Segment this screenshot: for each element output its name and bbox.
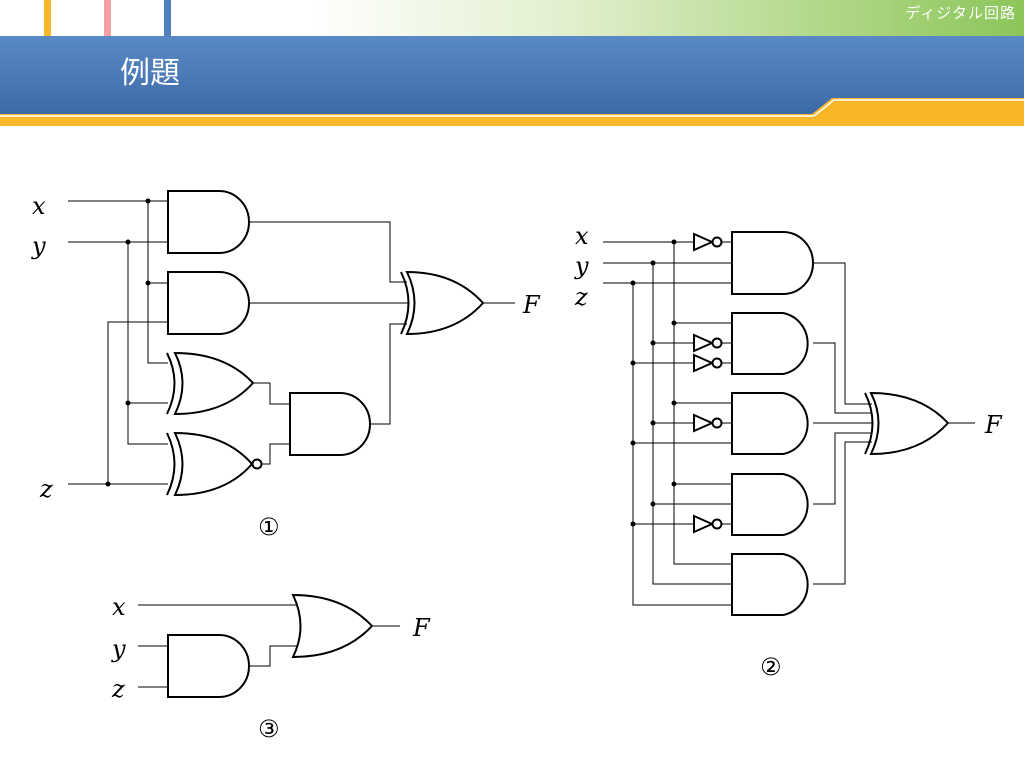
input-z-label: z [574, 283, 588, 311]
xor-gate [166, 351, 255, 416]
and-gate-4 [731, 473, 809, 536]
input-y-label: y [574, 252, 589, 280]
or-gate [400, 270, 485, 336]
output-f-label: F [984, 411, 1003, 439]
and-gate-3 [289, 392, 371, 456]
tab-mark-blue [164, 0, 171, 36]
inverter-2 [693, 333, 732, 353]
input-y-label: y [31, 232, 46, 260]
tab-mark-pink [104, 0, 111, 36]
or-gate [291, 593, 374, 659]
or-gate [864, 391, 950, 456]
inverter-4 [693, 413, 732, 433]
input-y-label: y [111, 635, 126, 663]
tab-mark-orange [44, 0, 51, 36]
course-label: ディジタル回路 [905, 4, 1016, 22]
inverter-1 [693, 232, 732, 252]
output-f-label: F [522, 291, 541, 319]
inversion-bubble [251, 458, 263, 470]
output-f-label: F [412, 614, 431, 642]
circuit-1: x y z F ① [31, 190, 541, 541]
circuit-3-number: ③ [258, 715, 280, 743]
inverter-5 [693, 514, 732, 534]
inverter-3 [693, 353, 732, 373]
title-band [0, 36, 1024, 126]
accent-stripe [0, 98, 1024, 126]
input-z-label: z [111, 675, 125, 703]
and-gate-1 [731, 231, 814, 295]
input-x-label: x [575, 222, 589, 250]
circuit-2-number: ② [760, 653, 782, 681]
and-gate-2 [167, 271, 250, 335]
circuit-3: x y z F ③ [111, 593, 431, 743]
and-gate-2 [731, 312, 809, 375]
slide-title: 例題 [120, 56, 180, 91]
and-gate [167, 634, 250, 698]
and-gate-1 [167, 190, 250, 254]
top-bar: ディジタル回路 [0, 0, 1024, 36]
and-gate-3 [731, 392, 809, 455]
input-x-label: x [32, 192, 46, 220]
input-z-label: z [39, 475, 53, 503]
xnor-gate [166, 431, 263, 497]
circuit-1-number: ① [258, 513, 280, 541]
input-x-label: x [112, 593, 126, 621]
circuit-2: x y z F ② [574, 222, 1003, 681]
and-gate-5 [731, 553, 809, 616]
